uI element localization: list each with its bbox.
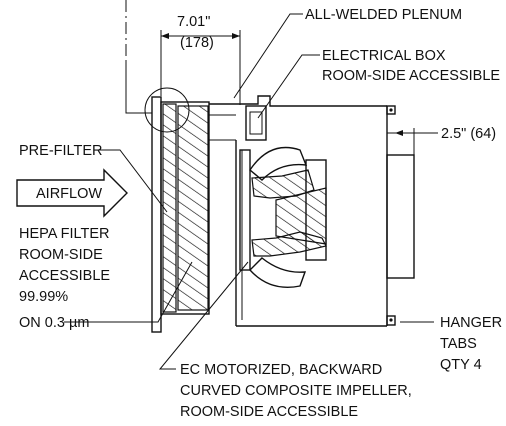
motor-label-2: CURVED COMPOSITE IMPELLER, — [180, 383, 412, 399]
electrical-box-inner — [249, 111, 263, 135]
electrical-label-1: ELECTRICAL BOX — [322, 48, 446, 64]
pre-filter — [162, 103, 177, 313]
hanger-tab-bottom-hole — [389, 318, 393, 322]
motor-leader — [158, 261, 249, 370]
electrical-leader — [257, 54, 320, 119]
hepa-label-4: 99.99% — [19, 289, 68, 305]
dim-arrow-left — [161, 33, 169, 39]
hanger-label-3: QTY 4 — [440, 357, 482, 373]
dim-arrow-right — [232, 33, 240, 39]
impeller-shroud-lower — [249, 257, 307, 288]
hepa-label-5: ON 0.3 µm — [19, 315, 89, 331]
hanger-label-1: HANGER — [440, 315, 502, 331]
electrical-box — [245, 105, 267, 141]
prefilter-leader — [97, 149, 168, 213]
motor-body — [305, 159, 327, 261]
airflow-arrow — [16, 168, 128, 218]
hepa-label-3: ACCESSIBLE — [19, 268, 110, 284]
hepa-filter — [177, 105, 209, 311]
detail-leader — [125, 62, 152, 114]
front-flange — [151, 96, 162, 333]
hepa-leader — [64, 261, 193, 323]
motor-mount — [239, 149, 251, 271]
dim-width-in: 7.01" — [177, 14, 210, 30]
airflow-label: AIRFLOW — [36, 186, 102, 202]
hanger-tab-bottom — [386, 315, 396, 326]
motor-label-1: EC MOTORIZED, BACKWARD — [180, 362, 382, 378]
motor-label-3: ROOM-SIDE ACCESSIBLE — [180, 404, 358, 420]
outlet-collar — [386, 154, 415, 279]
plenum-label: ALL-WELDED PLENUM — [305, 7, 462, 23]
hepa-label-1: HEPA FILTER — [19, 226, 110, 242]
hanger-tab-top-hole — [389, 108, 393, 112]
filter-frame — [160, 101, 210, 315]
prefilter-label: PRE-FILTER — [19, 143, 103, 159]
hepa-label-2: ROOM-SIDE — [19, 247, 103, 263]
dim-width-mm: (178) — [180, 35, 214, 51]
offset-dim-arrow — [395, 130, 403, 136]
plenum-top — [209, 95, 387, 107]
offset-label: 2.5" (64) — [441, 126, 496, 142]
hanger-label-2: TABS — [440, 336, 477, 352]
hanger-tab-top — [386, 105, 396, 115]
electrical-label-2: ROOM-SIDE ACCESSIBLE — [322, 68, 500, 84]
plenum-leader — [233, 13, 303, 99]
